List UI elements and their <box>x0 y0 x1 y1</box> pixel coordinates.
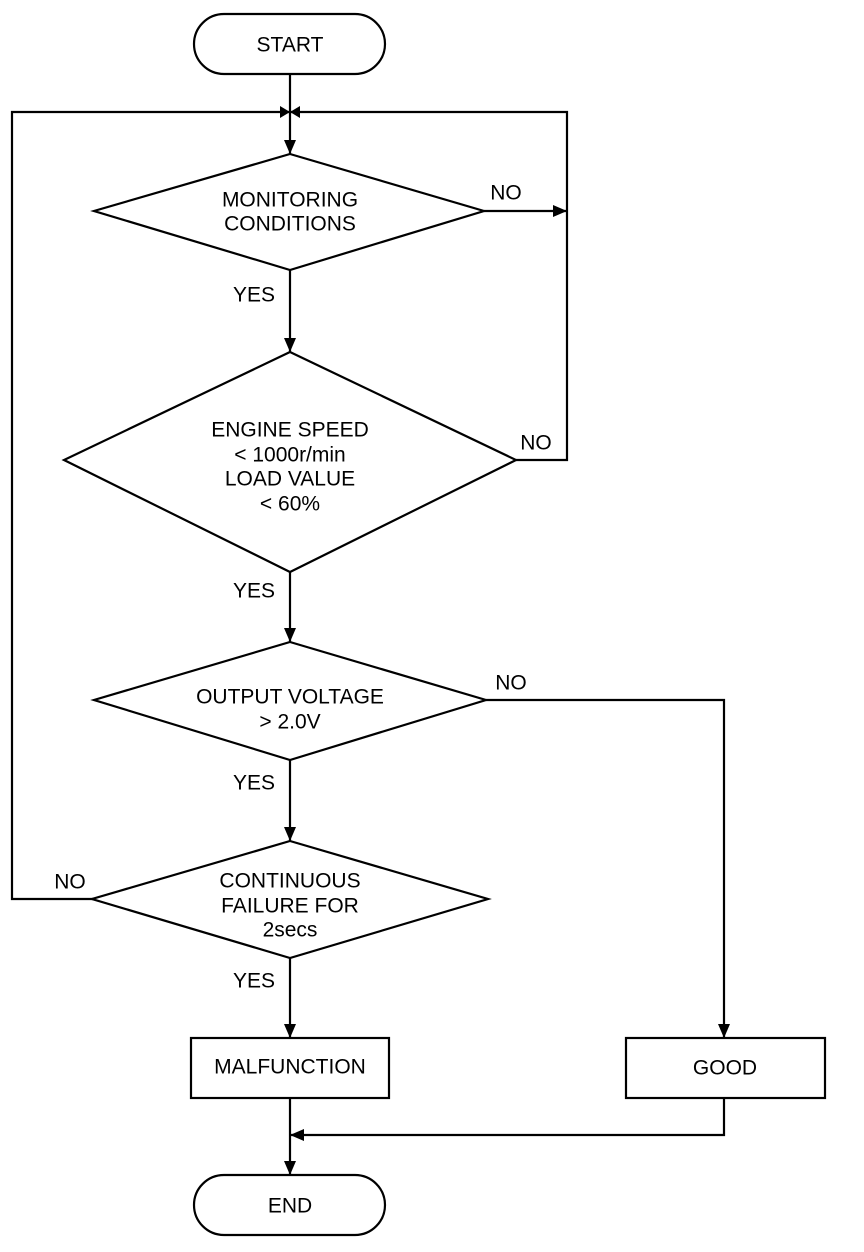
decision-output-voltage-line-1: OUTPUT VOLTAGE <box>196 686 384 709</box>
decision-continuous-failure <box>88 839 492 960</box>
arrowhead-left-loop <box>280 106 290 118</box>
start-terminal <box>192 12 387 76</box>
output-voltage-no-label: NO <box>495 672 527 695</box>
arrowhead-into-engine-speed <box>284 338 296 352</box>
connector-engine-speed-no-loop <box>290 110 569 462</box>
decision-output-voltage-line-2: > 2.0V <box>259 711 320 734</box>
arrowhead-into-end <box>284 1161 296 1175</box>
continuous-failure-yes-label: YES <box>233 970 275 993</box>
decision-continuous-failure-line-2: FAILURE FOR <box>221 895 359 918</box>
malfunction-box <box>189 1036 391 1100</box>
monitoring-yes-label: YES <box>233 284 275 307</box>
engine-speed-yes-label: YES <box>233 580 275 603</box>
start-label: START <box>257 34 324 57</box>
monitoring-no-label: NO <box>490 182 522 205</box>
decision-monitoring-conditions-line-2: CONDITIONS <box>224 213 356 236</box>
arrowhead-into-output-voltage <box>284 628 296 642</box>
decision-continuous-failure-line-3: 2secs <box>263 919 318 942</box>
decision-engine-speed-load <box>61 350 519 574</box>
end-label: END <box>268 1195 312 1218</box>
arrowhead-into-malfunction <box>284 1024 296 1038</box>
malfunction-label: MALFUNCTION <box>214 1056 366 1079</box>
decision-continuous-failure-line-1: CONTINUOUS <box>219 870 360 893</box>
arrowhead-right-loop <box>290 106 300 118</box>
connector-continuous-failure-no-loop <box>10 110 290 901</box>
arrowhead-into-good <box>718 1024 730 1038</box>
continuous-failure-no-label: NO <box>54 871 86 894</box>
arrowhead-into-continuous-failure <box>284 827 296 841</box>
output-voltage-yes-label: YES <box>233 772 275 795</box>
decision-monitoring-conditions <box>90 152 488 272</box>
connector-good-to-end <box>290 1098 726 1137</box>
good-label: GOOD <box>693 1057 757 1080</box>
decision-engine-speed-line-2: < 1000r/min <box>234 444 345 467</box>
decision-monitoring-conditions-line-1: MONITORING <box>222 189 358 212</box>
engine-speed-no-label: NO <box>520 432 552 455</box>
good-box <box>624 1036 827 1100</box>
arrowhead-good-to-end <box>290 1129 304 1141</box>
connector-output-voltage-no <box>486 698 726 1038</box>
decision-engine-speed-line-4: < 60% <box>260 493 320 516</box>
end-terminal <box>192 1173 387 1237</box>
arrowhead-into-monitoring <box>284 140 296 154</box>
decision-output-voltage <box>90 640 490 762</box>
decision-engine-speed-line-3: LOAD VALUE <box>225 468 355 491</box>
decision-engine-speed-line-1: ENGINE SPEED <box>211 419 369 442</box>
arrowhead-monitoring-no <box>553 205 567 217</box>
